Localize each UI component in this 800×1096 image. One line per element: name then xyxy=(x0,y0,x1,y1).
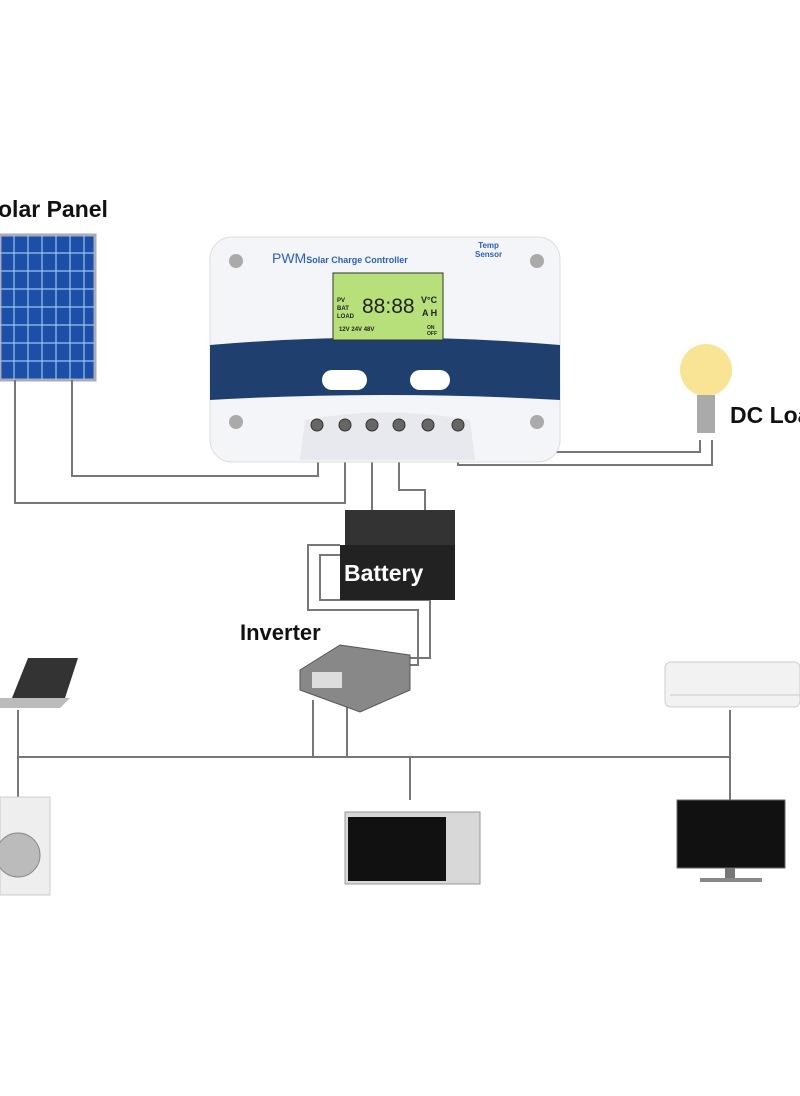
lcd-bat: BAT xyxy=(337,306,349,312)
charge-controller xyxy=(209,236,561,463)
lcd-unit-bottom: A H xyxy=(422,308,438,318)
lcd-load: LOAD xyxy=(337,314,354,320)
menu-button[interactable] xyxy=(322,370,367,390)
solar-panel xyxy=(0,233,97,382)
microwave-icon xyxy=(344,811,481,885)
controller-subtitle: Solar Charge Controller xyxy=(306,255,408,265)
tv-monitor-icon xyxy=(676,799,786,882)
air-conditioner-icon xyxy=(664,661,800,708)
lcd-24v: 24V xyxy=(351,327,363,333)
lcd-unit-top: V°C xyxy=(421,295,438,305)
laptop-icon xyxy=(0,658,78,708)
solar-panel-label: olar Panel xyxy=(0,196,108,222)
lcd-labels: PV BAT LOAD xyxy=(337,297,354,321)
sensor-text: Sensor xyxy=(475,250,503,259)
battery-label: Battery xyxy=(344,560,424,586)
lcd-voltages: 12V 24V 48V xyxy=(339,327,374,334)
lcd-off: OFF xyxy=(427,331,437,337)
controller-title: PWMSolar Charge Controller xyxy=(272,250,408,268)
dc-load-label: DC Loa xyxy=(730,402,800,428)
lcd-digits: 88:88 xyxy=(362,295,415,318)
temp-text: Temp xyxy=(478,241,499,250)
washing-machine-icon xyxy=(0,796,51,896)
lcd-12v: 12V xyxy=(339,327,350,333)
set-button[interactable] xyxy=(410,370,450,390)
brand-text: PWM xyxy=(272,250,307,266)
inverter-icon xyxy=(299,644,411,713)
lcd-48v: 48V xyxy=(363,327,375,333)
lcd-on: ON xyxy=(427,325,435,331)
light-bulb-icon xyxy=(680,344,732,433)
lcd-screen xyxy=(332,272,444,341)
lcd-pv: PV xyxy=(337,298,346,304)
battery-icon xyxy=(340,510,455,600)
inverter-label: Inverter xyxy=(240,620,321,645)
